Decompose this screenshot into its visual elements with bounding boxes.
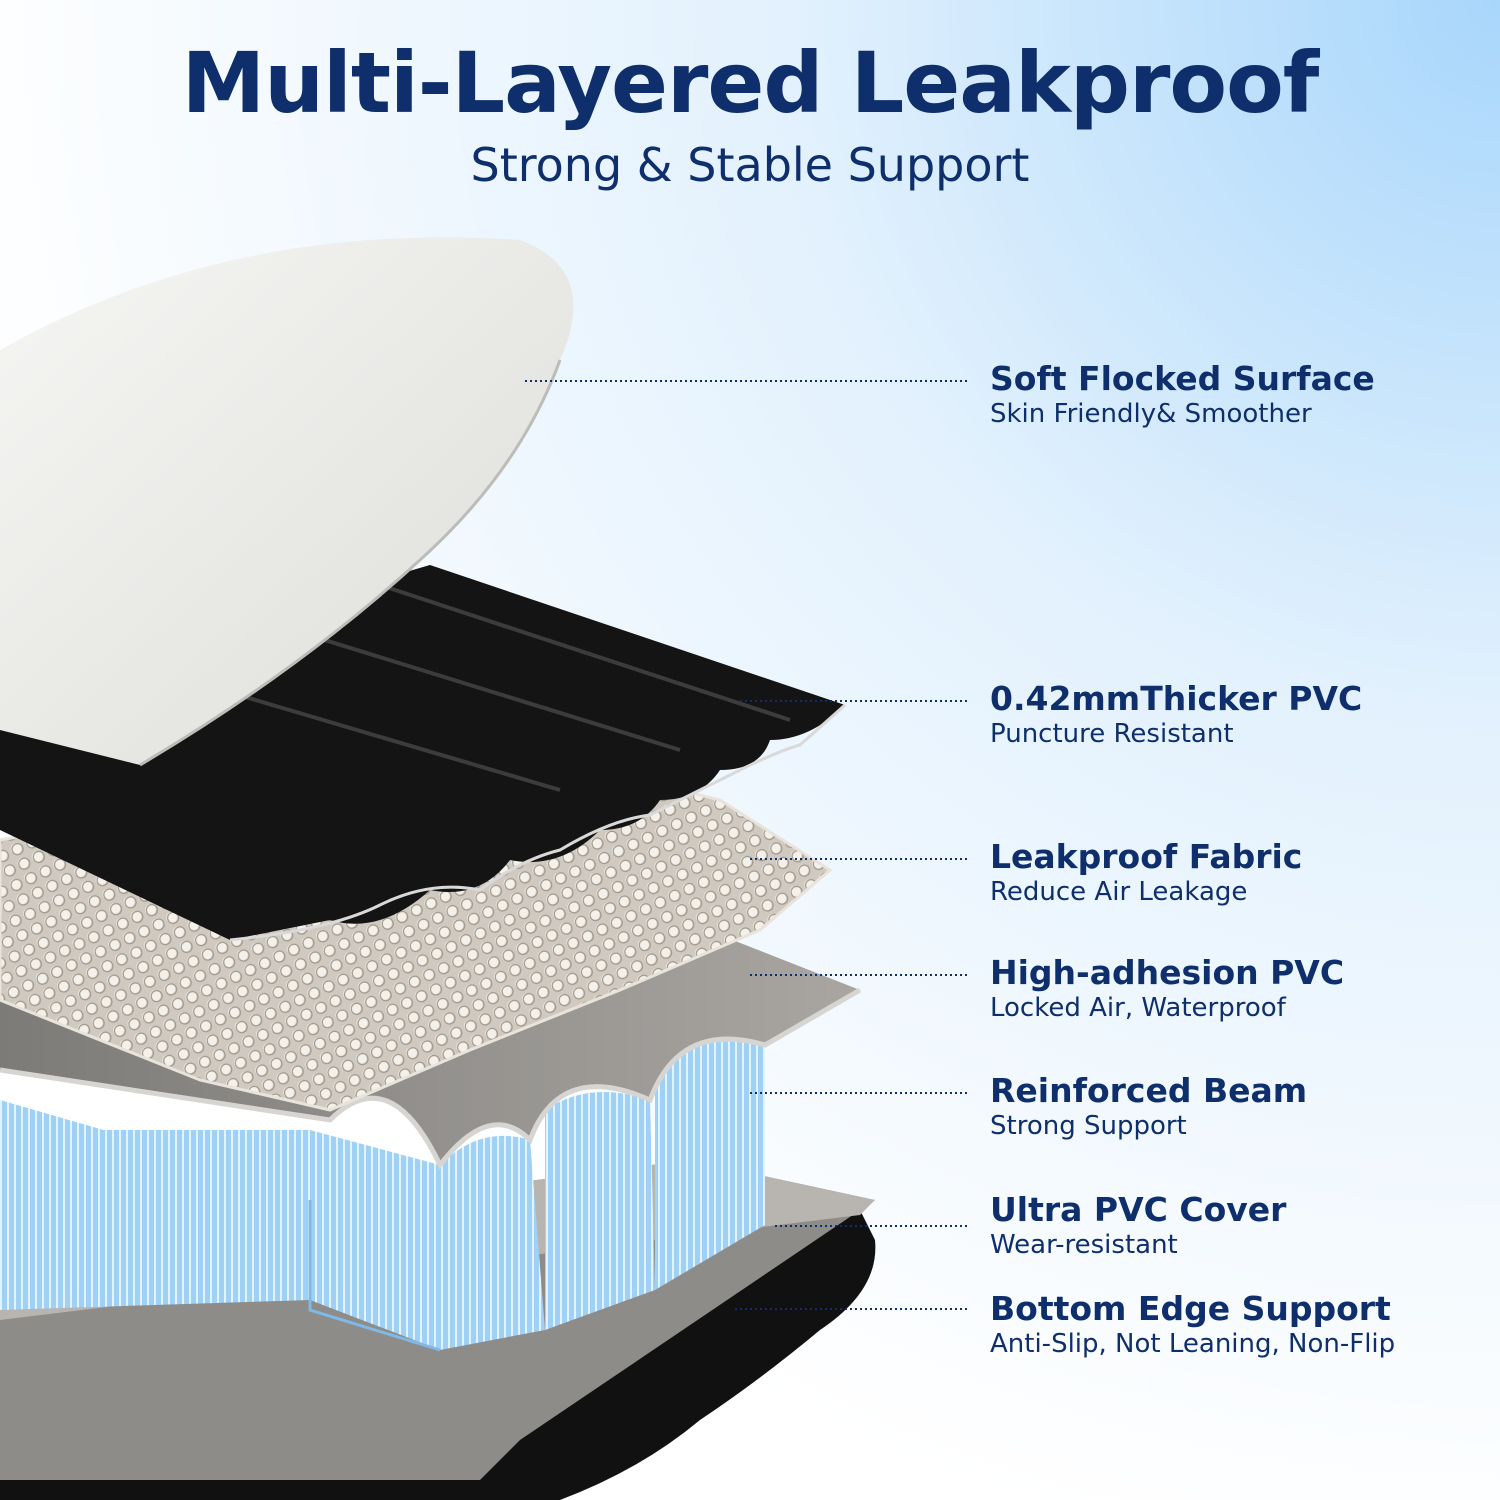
page-subtitle: Strong & Stable Support: [470, 138, 1030, 192]
callout-heading: High-adhesion PVC: [990, 953, 1345, 992]
callout-heading: Soft Flocked Surface: [990, 359, 1375, 398]
page-title: Multi-Layered Leakproof: [181, 34, 1320, 132]
callout-detail: Wear-resistant: [990, 1230, 1178, 1260]
leader-lines: [525, 380, 970, 1310]
callout-ultra-pvc-cover: Ultra PVC Cover Wear-resistant: [990, 1191, 1490, 1261]
callout-heading: Ultra PVC Cover: [990, 1190, 1287, 1229]
callout-bottom-edge-support: Bottom Edge Support Anti-Slip, Not Leani…: [990, 1290, 1490, 1360]
callout-thicker-pvc: 0.42mmThicker PVC Puncture Resistant: [990, 680, 1490, 750]
reinforced-beam-layer: [0, 1040, 765, 1352]
callout-heading: Leakproof Fabric: [990, 837, 1303, 876]
callout-leakproof-fabric: Leakproof Fabric Reduce Air Leakage: [990, 838, 1490, 908]
callout-detail: Puncture Resistant: [990, 719, 1234, 749]
callout-detail: Anti-Slip, Not Leaning, Non-Flip: [990, 1329, 1396, 1359]
callout-heading: Reinforced Beam: [990, 1071, 1308, 1110]
callout-heading: 0.42mmThicker PVC: [990, 679, 1363, 718]
callout-reinforced-beam: Reinforced Beam Strong Support: [990, 1072, 1490, 1142]
callout-detail: Skin Friendly& Smoother: [990, 399, 1312, 429]
callout-heading: Bottom Edge Support: [990, 1289, 1391, 1328]
callout-detail: Reduce Air Leakage: [990, 877, 1248, 907]
callout-detail: Locked Air, Waterproof: [990, 993, 1286, 1023]
callout-high-adhesion-pvc: High-adhesion PVC Locked Air, Waterproof: [990, 954, 1490, 1024]
callout-soft-flocked-surface: Soft Flocked Surface Skin Friendly& Smoo…: [990, 360, 1490, 430]
soft-flocked-surface-layer: [0, 237, 574, 767]
callout-detail: Strong Support: [990, 1111, 1187, 1141]
